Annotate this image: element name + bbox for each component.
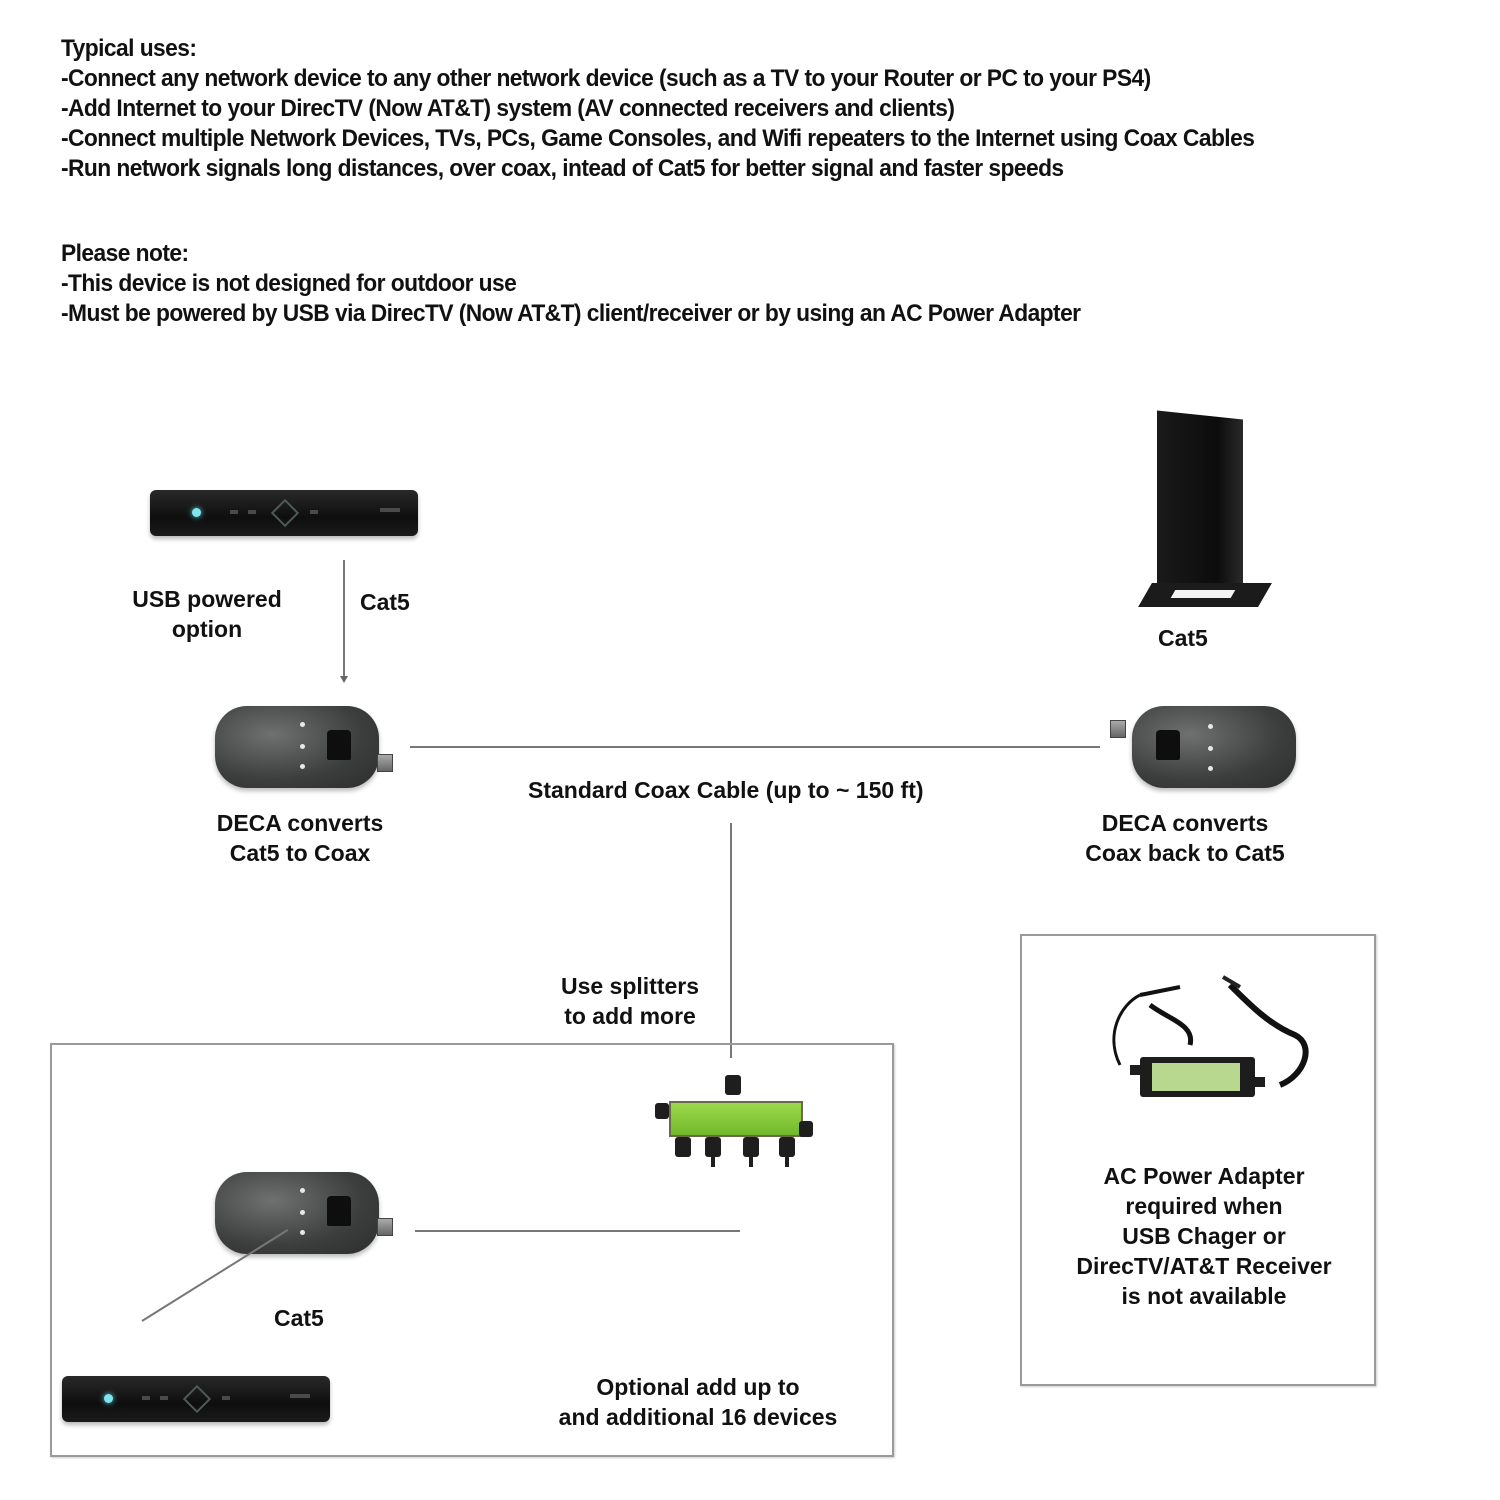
optional-devices-box — [50, 1043, 894, 1457]
note-heading: Please note: — [61, 240, 189, 267]
usb-powered-label: USB powered option — [132, 586, 282, 642]
coax-optional-line — [415, 1230, 740, 1232]
power-adapter-box — [1020, 934, 1376, 1386]
deca-adapter-left-icon — [215, 706, 393, 788]
cat5-label-optional: Cat5 — [274, 1305, 324, 1331]
coax-splitter-icon — [655, 1075, 815, 1195]
cat5-label-left: Cat5 — [360, 589, 410, 615]
deca-adapter-optional-icon — [215, 1172, 393, 1254]
deca-adapter-right-icon — [1110, 706, 1296, 788]
typical-uses-heading: Typical uses: — [61, 35, 197, 62]
arrow-head-icon — [340, 676, 348, 683]
cat5-label-right: Cat5 — [1158, 625, 1208, 651]
router-icon — [1138, 410, 1272, 615]
power-adapter-label: AC Power Adapter required when USB Chage… — [1076, 1163, 1332, 1309]
typical-use-item: -Connect multiple Network Devices, TVs, … — [61, 125, 1255, 152]
coax-cable-label: Standard Coax Cable (up to ~ 150 ft) — [528, 777, 924, 803]
cat5-cable-line — [343, 560, 345, 680]
splitter-label: Use splitters to add more — [560, 973, 700, 1029]
note-item: -This device is not designed for outdoor… — [61, 270, 517, 297]
receiver-top-icon — [150, 490, 418, 536]
intro-text: Typical uses: -Connect any network devic… — [61, 34, 1255, 329]
optional-devices-label: Optional add up to and additional 16 dev… — [558, 1374, 838, 1430]
deca-left-label: DECA converts Cat5 to Coax — [216, 810, 384, 866]
typical-use-item: -Run network signals long distances, ove… — [61, 155, 1064, 182]
note-item: -Must be powered by USB via DirecTV (Now… — [61, 300, 1081, 327]
typical-use-item: -Add Internet to your DirecTV (Now AT&T)… — [61, 95, 955, 122]
receiver-bottom-icon — [62, 1376, 330, 1422]
coax-cable-line — [410, 746, 1100, 748]
deca-right-label: DECA converts Coax back to Cat5 — [1085, 810, 1285, 866]
coax-drop-line — [730, 823, 732, 1058]
ac-power-adapter-icon — [1100, 965, 1315, 1115]
typical-use-item: -Connect any network device to any other… — [61, 65, 1151, 92]
